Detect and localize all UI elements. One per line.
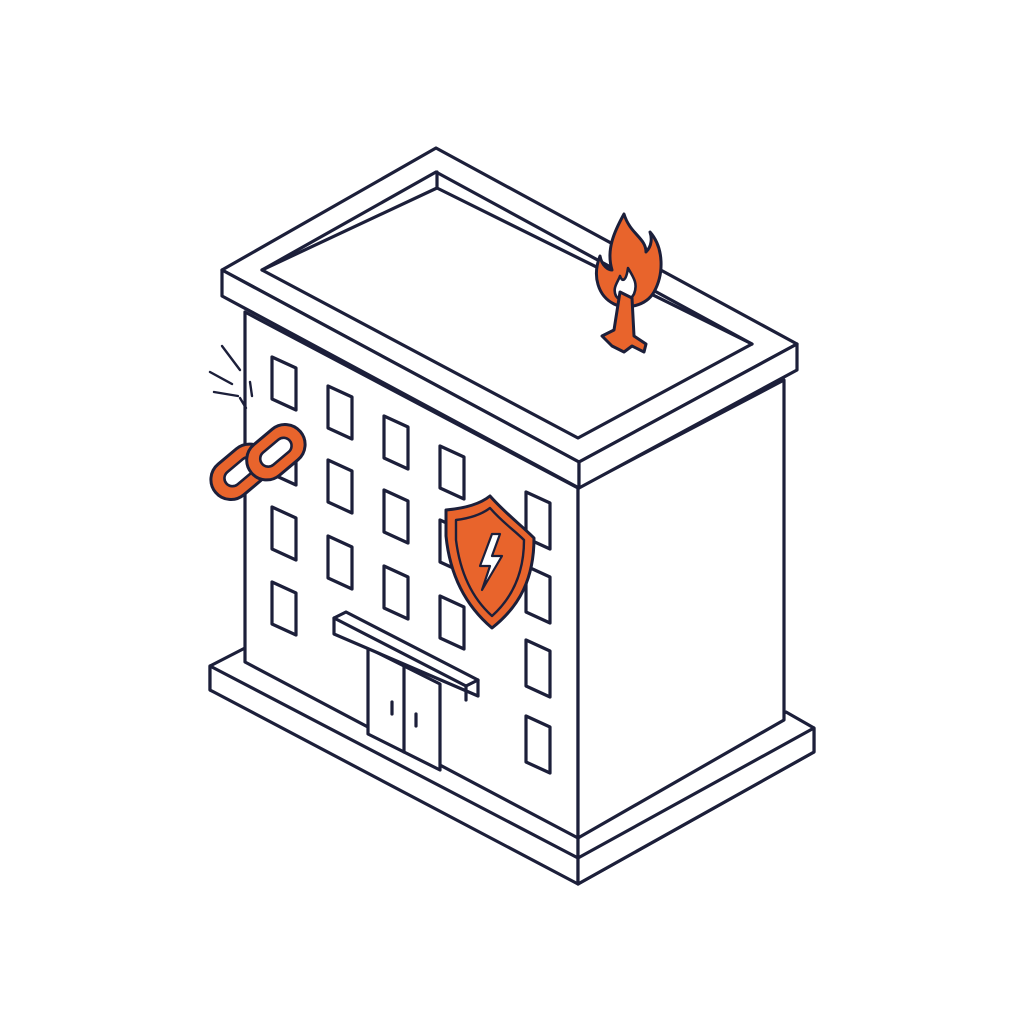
window [524,638,552,699]
window [382,488,410,545]
window [524,564,552,625]
window [270,505,298,562]
window [270,580,298,637]
building-entrance [332,610,480,772]
spark-lines [208,344,254,410]
window [326,384,354,441]
window [524,714,552,775]
window [326,458,354,515]
building-base [208,646,816,886]
front-windows [270,355,552,775]
building-roof [220,146,799,490]
shield-lightning-icon [444,494,536,630]
fire-icon [595,212,663,354]
window [438,444,466,501]
broken-chain-icon [208,344,307,502]
window [270,355,298,412]
window [382,564,410,621]
window [438,594,466,651]
window [382,414,410,471]
window [326,534,354,591]
